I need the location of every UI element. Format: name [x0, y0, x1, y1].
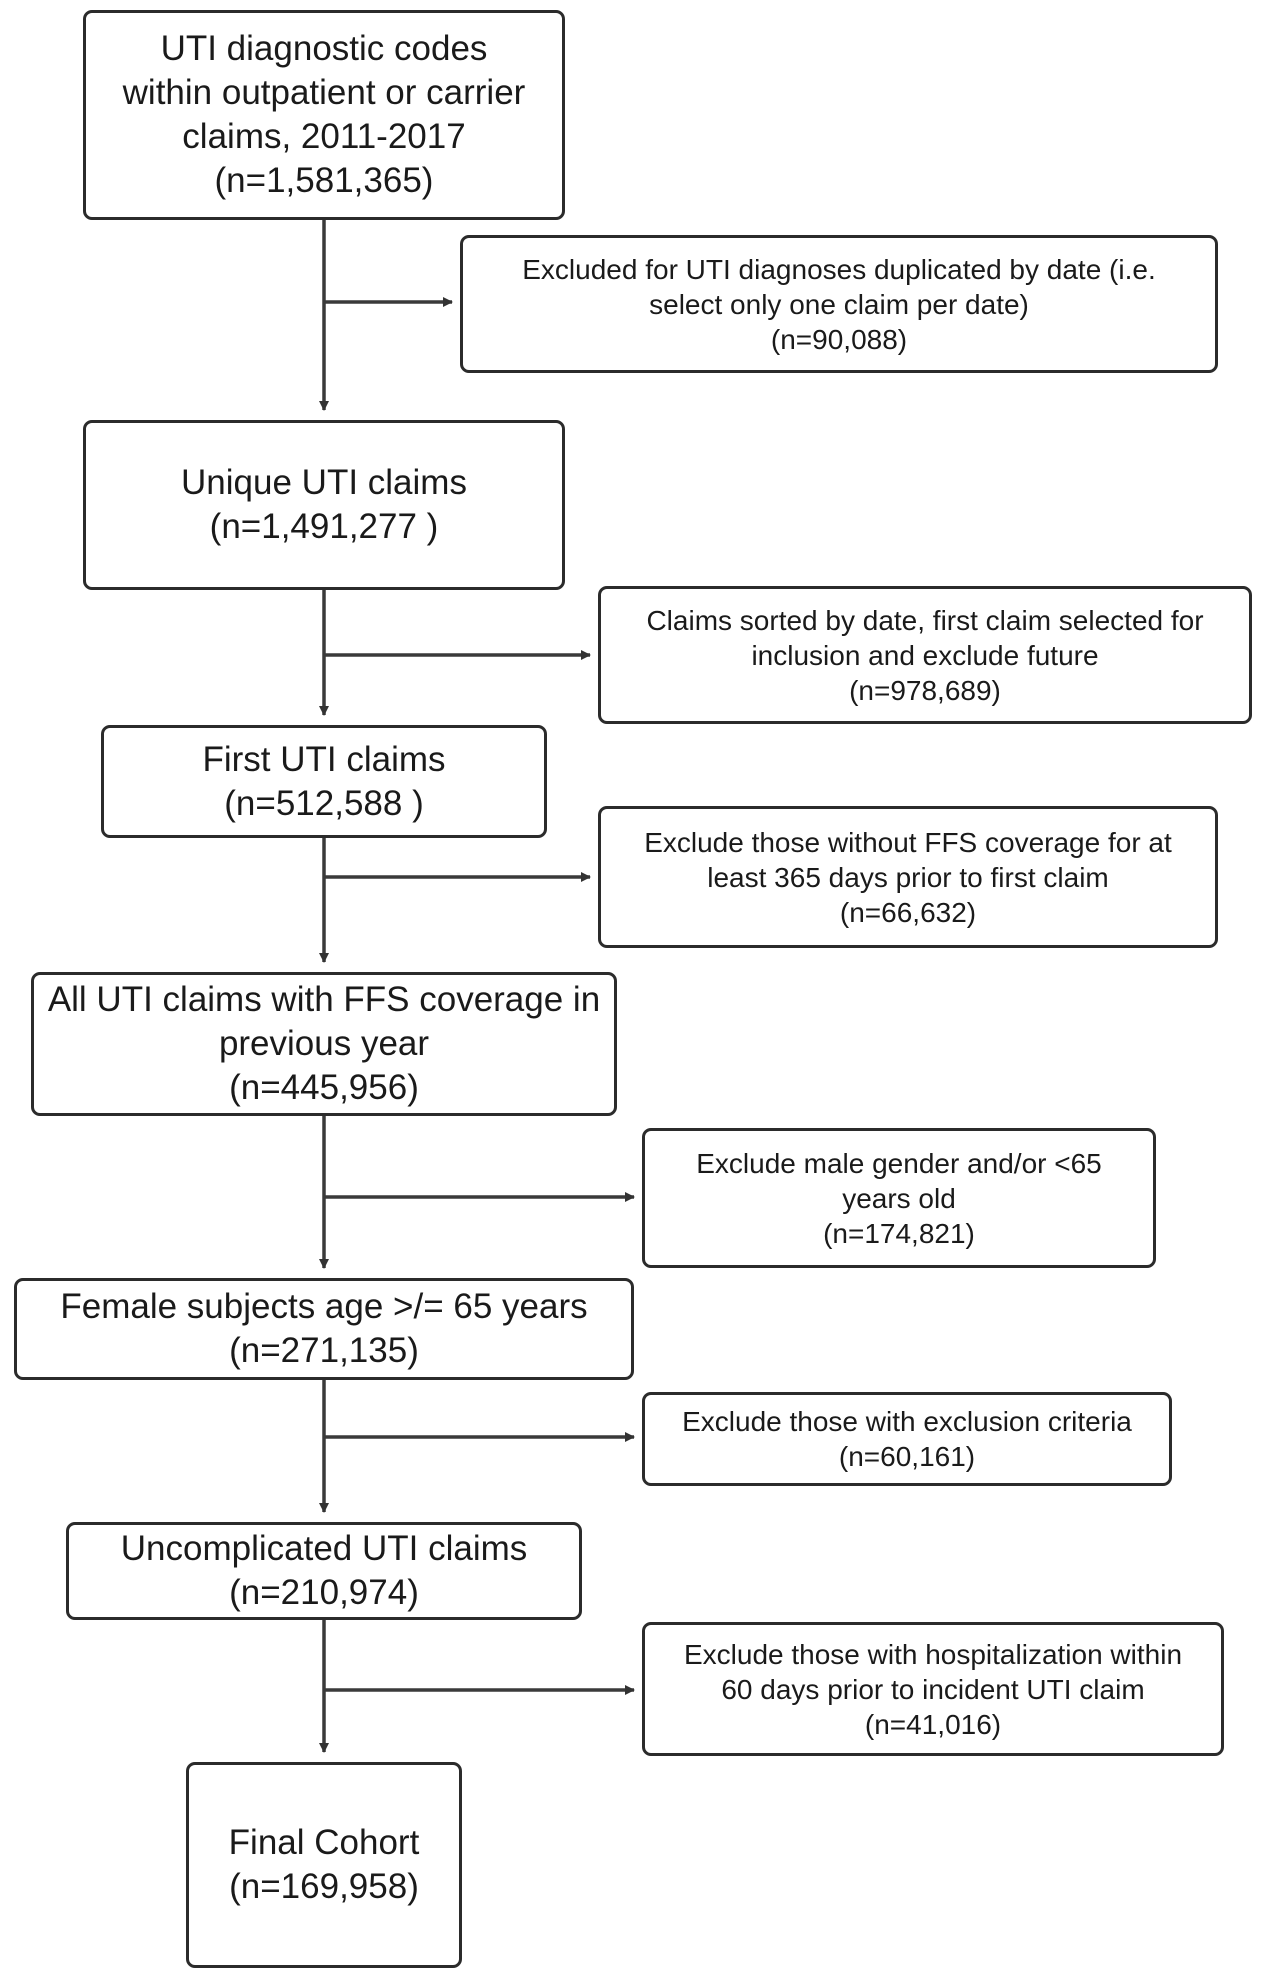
step-text: First UTI claims: [202, 739, 446, 779]
step-box-uti-diagnostic-codes: UTI diagnostic codes within outpatient o…: [83, 10, 565, 220]
exclusion-box-ffs-coverage: Exclude those without FFS coverage for a…: [598, 806, 1218, 948]
step-box-ffs-coverage: All UTI claims with FFS coverage in prev…: [31, 972, 617, 1116]
exclusion-text: Exclude male gender and/or <65: [696, 1147, 1102, 1179]
exclusion-text: least 365 days prior to first claim: [707, 861, 1109, 893]
step-box-uncomplicated-uti-claims: Uncomplicated UTI claims (n=210,974): [66, 1522, 582, 1620]
step-count: (n=1,491,277 ): [209, 507, 439, 546]
step-count: (n=445,956): [229, 1068, 419, 1107]
exclusion-box-sorted-claims: Claims sorted by date, first claim selec…: [598, 586, 1252, 724]
exclusion-box-gender-age: Exclude male gender and/or <65 years old…: [642, 1128, 1156, 1268]
step-count: (n=169,958): [229, 1867, 419, 1906]
exclusion-box-hospitalization: Exclude those with hospitalization withi…: [642, 1622, 1224, 1756]
step-box-unique-uti-claims: Unique UTI claims (n=1,491,277 ): [83, 420, 565, 590]
exclusion-text: 60 days prior to incident UTI claim: [721, 1673, 1145, 1705]
step-count: (n=271,135): [229, 1331, 419, 1370]
exclusion-count: (n=978,689): [849, 674, 1001, 706]
exclusion-text: Exclude those with exclusion criteria: [682, 1406, 1132, 1437]
exclusion-text: Claims sorted by date, first claim selec…: [646, 604, 1204, 636]
step-text: within outpatient or carrier: [122, 73, 526, 112]
exclusion-text: select only one claim per date): [649, 288, 1029, 320]
exclusion-count: (n=174,821): [823, 1217, 975, 1249]
exclusion-text: years old: [842, 1182, 956, 1214]
exclusion-count: (n=90,088): [770, 323, 908, 355]
step-text: Female subjects age >/= 65 years: [60, 1287, 588, 1326]
exclusion-box-exclusion-criteria: Exclude those with exclusion criteria (n…: [642, 1392, 1172, 1486]
exclusion-count: (n=60,161): [838, 1441, 976, 1472]
step-text: Unique UTI claims: [181, 463, 467, 502]
exclusion-text: Excluded for UTI diagnoses duplicated by…: [522, 253, 1156, 285]
exclusion-text: Exclude those without FFS coverage for a…: [644, 826, 1172, 858]
step-text: Uncomplicated UTI claims: [120, 1529, 528, 1568]
step-count: (n=1,581,365): [214, 161, 434, 200]
step-count: (n=512,588 ): [224, 783, 424, 823]
step-box-female-subjects: Female subjects age >/= 65 years (n=271,…: [14, 1278, 634, 1380]
step-text: previous year: [218, 1024, 430, 1063]
step-box-final-cohort: Final Cohort (n=169,958): [186, 1762, 462, 1968]
step-count: (n=210,974): [229, 1573, 419, 1612]
step-text: Final Cohort: [228, 1823, 420, 1862]
exclusion-count: (n=66,632): [839, 896, 977, 928]
step-box-first-uti-claims: First UTI claims (n=512,588 ): [101, 725, 547, 838]
step-text: All UTI claims with FFS coverage in: [47, 980, 601, 1019]
exclusion-text: inclusion and exclude future: [751, 639, 1099, 671]
exclusion-box-duplicates: Excluded for UTI diagnoses duplicated by…: [460, 235, 1218, 373]
exclusion-text: Exclude those with hospitalization withi…: [683, 1638, 1183, 1670]
step-text: UTI diagnostic codes: [160, 29, 488, 68]
exclusion-count: (n=41,016): [864, 1708, 1002, 1740]
step-text: claims, 2011-2017: [182, 117, 466, 156]
